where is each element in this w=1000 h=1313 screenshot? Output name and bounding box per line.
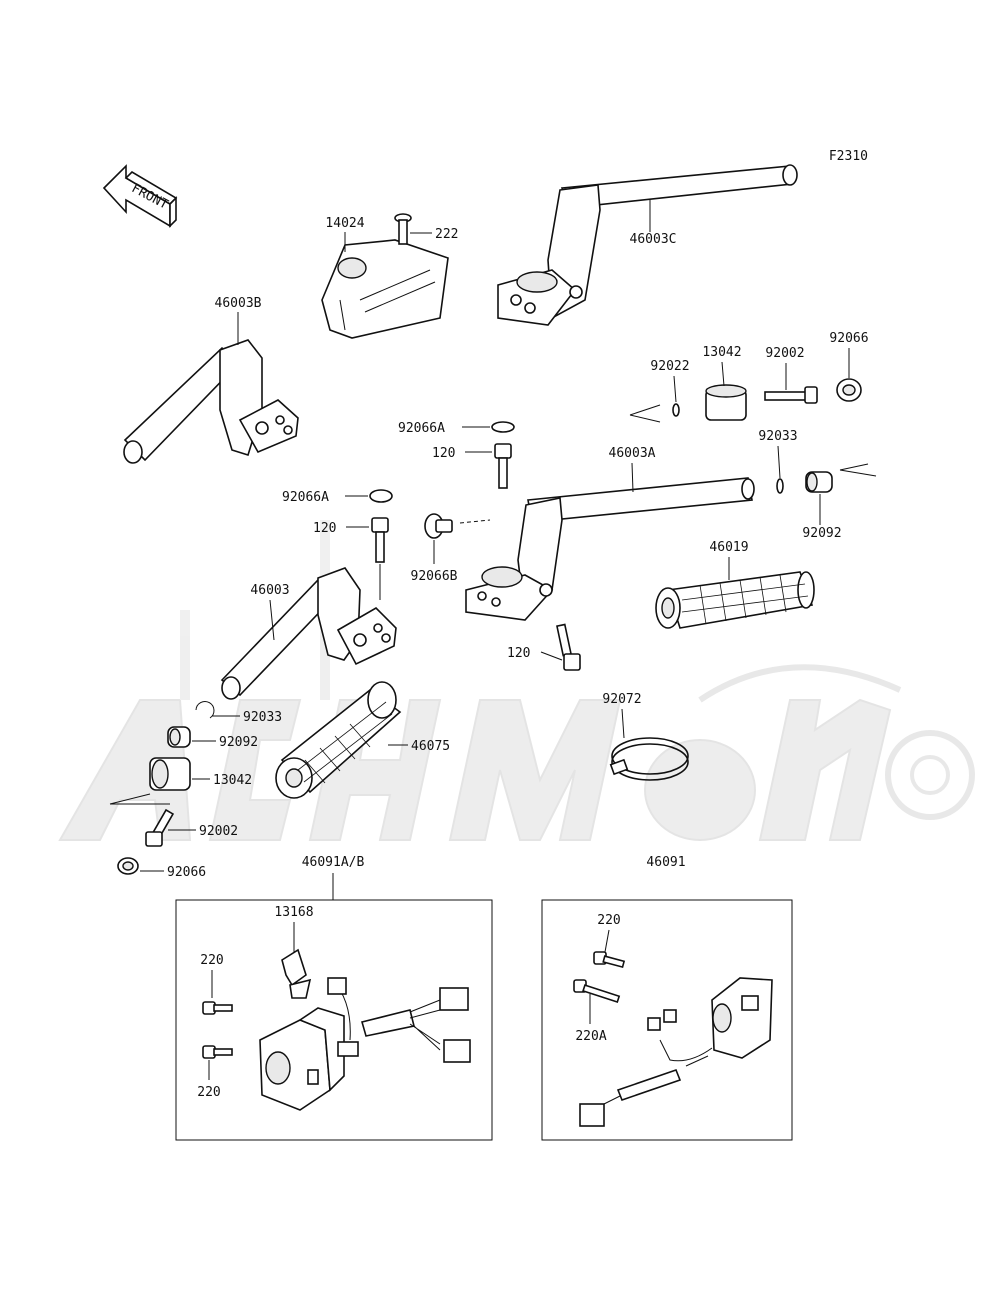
screw-220A-right-box [573, 979, 621, 1003]
screw-222 [394, 213, 412, 245]
figure-code: F2310 [829, 149, 868, 164]
assembly-box-46091 [541, 899, 793, 1141]
switch-housing-right [579, 977, 773, 1127]
callout-120-left: 120 [313, 521, 336, 536]
callout-120-center-top: 120 [432, 446, 455, 461]
callout-46019: 46019 [709, 540, 748, 555]
callout-92033-right: 92033 [758, 429, 797, 444]
weight-13042-left [149, 757, 191, 791]
bolt-120-center-bottom [556, 623, 581, 671]
circlip-92022 [672, 403, 680, 417]
callout-92092-right: 92092 [802, 526, 841, 541]
bolt-92002-left [145, 808, 175, 847]
bolt-92002-right [764, 386, 818, 404]
callout-92002-right: 92002 [765, 346, 804, 361]
nut-92092-right [805, 471, 833, 493]
callout-46075: 46075 [411, 739, 450, 754]
callout-92022: 92022 [650, 359, 689, 374]
callout-46003C: 46003C [630, 232, 677, 247]
callout-92072: 92072 [602, 692, 641, 707]
bracket-13168 [281, 948, 312, 999]
box-title-46091AB: 46091A/B [302, 855, 365, 870]
washer-92066A-center [491, 421, 515, 433]
watermark-logo [58, 520, 975, 841]
circlip-92033-left [195, 701, 215, 719]
callout-46003A: 46003A [609, 446, 656, 461]
handlebar-46003 [220, 567, 397, 700]
callout-220-box-bottom: 220 [197, 1085, 220, 1100]
callout-222: 222 [435, 227, 458, 242]
callout-120-center-bottom: 120 [507, 646, 530, 661]
handlebar-46003B [123, 339, 299, 464]
bolt-120-left [371, 517, 389, 563]
front-arrow-icon: FRONT [102, 164, 178, 228]
box-title-46091: 46091 [646, 855, 685, 870]
plug-92066B [424, 513, 453, 539]
grip-46075 [275, 681, 402, 799]
callout-220-right-box: 220 [597, 913, 620, 928]
callout-92033-left: 92033 [243, 710, 282, 725]
callout-92092-left: 92092 [219, 735, 258, 750]
handlebar-46003C [497, 164, 798, 326]
callout-92002-left: 92002 [199, 824, 238, 839]
callout-92066-left: 92066 [167, 865, 206, 880]
callout-92066A-center: 92066A [398, 421, 445, 436]
callout-92066A-left: 92066A [282, 490, 329, 505]
cap-92066-right [836, 378, 862, 402]
screw-220-right-box [593, 951, 626, 969]
callout-46003: 46003 [250, 583, 289, 598]
grip-46019 [655, 571, 815, 629]
callout-46003B: 46003B [215, 296, 262, 311]
band-92072 [609, 737, 689, 781]
cap-92066-left [117, 857, 139, 875]
screw-220-box-bottom [202, 1045, 233, 1059]
nut-92092-left [167, 726, 191, 748]
assembly-box-46091AB [175, 899, 493, 1141]
switch-housing-left [259, 977, 471, 1111]
screw-220-box-top [202, 1001, 233, 1015]
callout-13042-left: 13042 [213, 773, 252, 788]
callout-13042-right: 13042 [702, 345, 741, 360]
cover-14024 [321, 239, 449, 339]
circlip-92033-right [776, 478, 784, 494]
callout-92066-right: 92066 [829, 331, 868, 346]
handlebar-46003A [465, 477, 755, 621]
callout-14024: 14024 [325, 216, 364, 231]
bolt-120-center-top [494, 443, 512, 489]
callout-220-box-top: 220 [200, 953, 223, 968]
callout-13168: 13168 [274, 905, 313, 920]
washer-92066A-left [369, 489, 393, 503]
callout-220A: 220A [575, 1029, 606, 1044]
callout-92066B: 92066B [411, 569, 458, 584]
weight-13042-right [705, 384, 747, 421]
